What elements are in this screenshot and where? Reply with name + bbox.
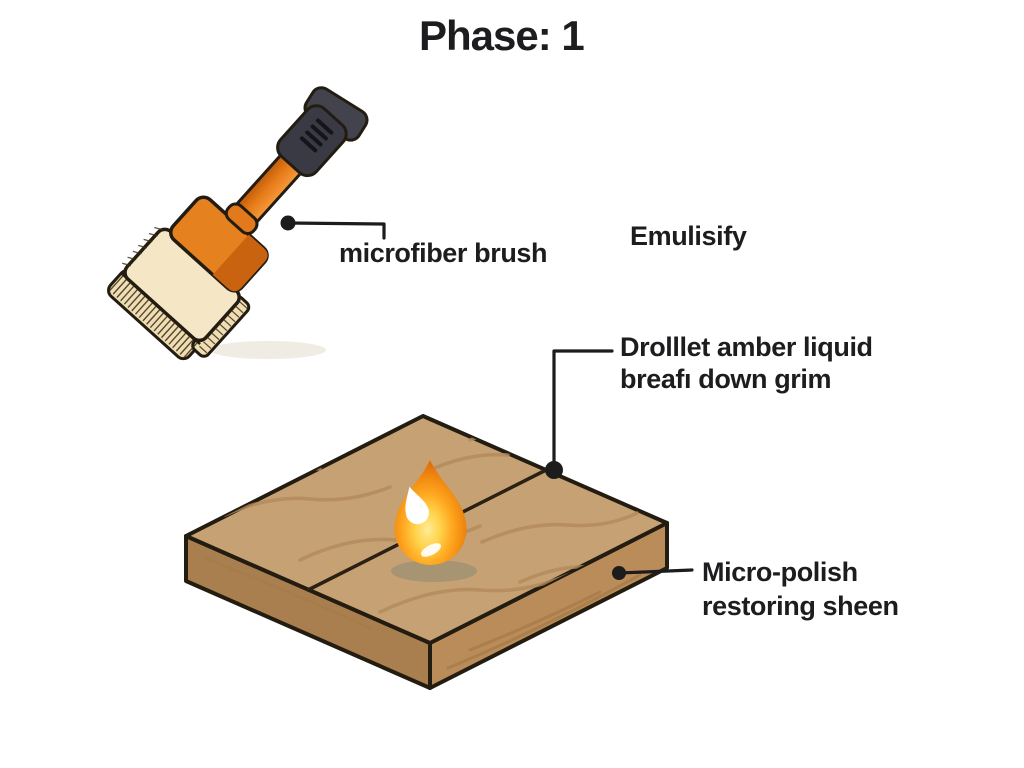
bristle-pad-edge bbox=[120, 272, 201, 346]
polish-leader-line bbox=[617, 568, 694, 575]
label-droplet-line1: Drolllet amber liquid bbox=[620, 332, 873, 362]
droplet-leader-line bbox=[552, 349, 614, 468]
bristle-left-ticks bbox=[122, 226, 164, 267]
brush-handle bbox=[276, 104, 348, 178]
plank-left-grain bbox=[203, 556, 372, 630]
leader-lines bbox=[286, 221, 694, 575]
droplet-glint bbox=[421, 543, 441, 557]
polish-leader-dot bbox=[612, 566, 626, 580]
brush-grip-slots bbox=[299, 118, 334, 153]
brush-leader-line bbox=[286, 221, 386, 240]
brush-illustration bbox=[107, 86, 369, 361]
label-droplet: Drolllet amber liquid breafı down grim bbox=[620, 331, 873, 395]
brush-soft-shadow bbox=[210, 341, 326, 359]
page-title: Phase: 1 bbox=[419, 12, 585, 59]
label-emulsify: Emulisify bbox=[630, 221, 747, 251]
label-micro-polish-line1: Micro-polish bbox=[702, 557, 858, 587]
leader-dots bbox=[280, 215, 626, 580]
brush-leader-dot bbox=[280, 215, 296, 231]
label-micro-polish-line2: restoring sheen bbox=[702, 591, 899, 621]
oil-droplet bbox=[391, 460, 477, 582]
brush-collar bbox=[224, 202, 259, 235]
plank-right-grain bbox=[446, 573, 642, 670]
bristle-fringe-ticks bbox=[108, 275, 198, 359]
droplet-leader-dot bbox=[545, 461, 563, 479]
bristle-side-ticks bbox=[199, 301, 248, 354]
droplet-body bbox=[394, 460, 467, 565]
label-microfiber-brush: microfiber brush bbox=[339, 238, 548, 268]
label-droplet-line2: breafı down grim bbox=[620, 364, 832, 394]
droplet-highlight bbox=[405, 486, 429, 525]
brush-head-shaded-side bbox=[212, 234, 268, 292]
label-micro-polish: Micro-polish restoring sheen bbox=[702, 555, 899, 623]
droplet-shadow bbox=[391, 560, 477, 582]
